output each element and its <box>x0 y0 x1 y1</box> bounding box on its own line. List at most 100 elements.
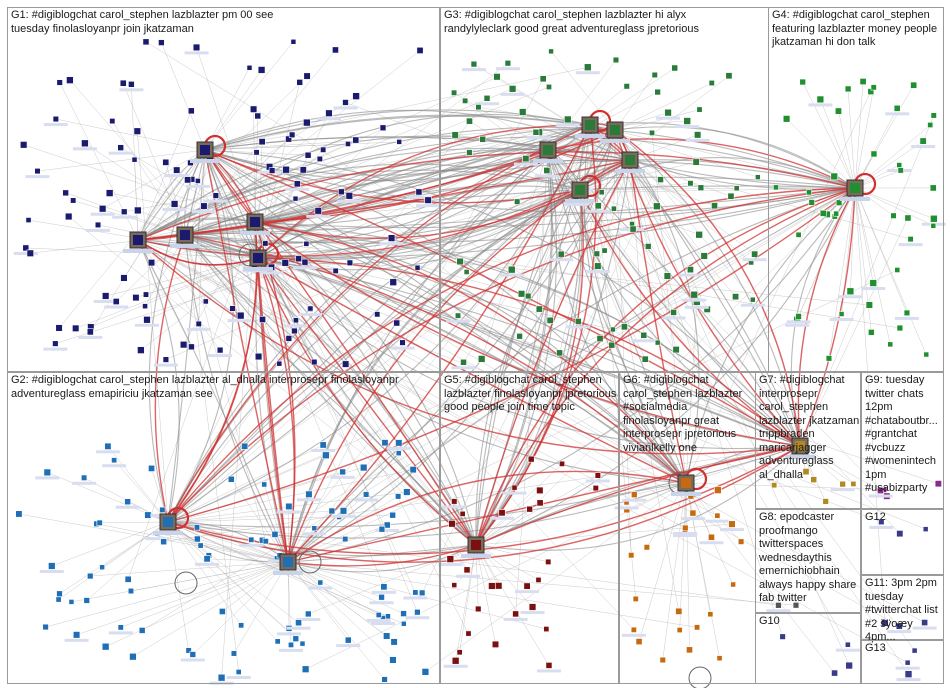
hub-edge <box>184 187 856 236</box>
leaf-node <box>714 512 721 519</box>
edge-line <box>854 87 874 189</box>
leaf-node <box>707 611 714 618</box>
edge-line <box>55 118 206 151</box>
node-label-chip <box>259 271 284 275</box>
hub-node-avatar <box>625 155 635 165</box>
leaf-node <box>395 450 402 457</box>
leaf-node <box>383 632 391 640</box>
hub-edge <box>287 187 856 563</box>
leaf-node <box>643 544 650 551</box>
leaf-node <box>548 48 554 55</box>
group-box-g11: G11: 3pm 2pm tuesday #twitterchat list #… <box>861 575 944 643</box>
leaf-node <box>381 439 389 447</box>
leaf-node <box>142 291 150 298</box>
leaf-node <box>127 587 135 595</box>
leaf-node <box>519 108 527 116</box>
leaf-node <box>387 234 396 242</box>
hub-label-chip <box>785 455 815 459</box>
node-label-chip <box>740 303 765 307</box>
leaf-node <box>545 662 553 669</box>
leaf-node <box>292 635 300 642</box>
edge-line <box>685 482 835 674</box>
leaf-node <box>728 520 736 528</box>
leaf-node <box>363 491 370 498</box>
leaf-node <box>922 526 929 532</box>
hub-edge <box>167 187 856 523</box>
hub-edge <box>475 445 801 546</box>
leaf-node <box>193 524 201 531</box>
hub-edge <box>629 159 856 189</box>
node-label-chip <box>78 335 103 339</box>
leaf-node <box>111 457 118 464</box>
leaf-node <box>197 542 204 549</box>
hub-edge <box>254 124 591 223</box>
hub-label-chip <box>190 159 220 163</box>
leaf-node <box>249 105 258 113</box>
leaf-node <box>109 118 116 125</box>
leaf-node <box>42 623 49 631</box>
leaf-node <box>649 129 656 136</box>
leaf-node <box>451 131 459 139</box>
leaf-node <box>904 214 912 222</box>
leaf-node <box>104 442 112 450</box>
edge-line <box>481 149 549 360</box>
edge-line <box>69 79 477 546</box>
leaf-node <box>105 189 114 197</box>
hub-edge <box>204 109 591 151</box>
leaf-node <box>451 656 460 665</box>
leaf-node <box>644 243 652 250</box>
leaf-node <box>623 83 630 90</box>
leaf-node <box>556 349 563 357</box>
leaf-node <box>527 455 535 463</box>
hub-edge <box>184 149 549 236</box>
leaf-node <box>403 488 411 496</box>
leaf-node <box>522 155 530 163</box>
hub-edge <box>184 234 477 546</box>
edge-line <box>204 41 294 151</box>
leaf-node <box>393 319 401 327</box>
hub-edge <box>475 124 591 546</box>
edge-line <box>287 561 394 661</box>
leaf-node <box>632 595 639 602</box>
leaf-node <box>246 64 253 71</box>
edge-line <box>854 81 864 189</box>
edge-line <box>107 446 169 523</box>
edge-line <box>459 544 477 653</box>
leaf-node <box>212 192 220 199</box>
node-label-chip <box>72 481 97 485</box>
leaf-node <box>227 475 235 483</box>
node-label-chip <box>112 215 137 219</box>
edge-layer-bold <box>137 123 856 567</box>
edge-line <box>396 322 687 484</box>
node-label-chip <box>331 514 356 518</box>
edge-line <box>455 544 477 661</box>
edge-line <box>59 521 169 594</box>
hub-edge <box>629 159 687 484</box>
node-label-chip <box>699 541 724 545</box>
leaf-node <box>795 231 802 238</box>
hub-edge <box>137 147 549 241</box>
node-label-chip <box>13 251 38 255</box>
edge-line <box>596 129 616 254</box>
leaf-node <box>218 608 226 615</box>
group-label-g1: G1: #digiblogchat carol_stephen lazblazt… <box>11 9 277 35</box>
hub-label-chip <box>461 554 491 558</box>
hub-edge <box>797 187 856 447</box>
node-label-chip <box>239 543 264 547</box>
edge-line <box>55 159 631 344</box>
leaf-node <box>134 206 142 215</box>
leaf-node <box>733 185 740 192</box>
leaf-node <box>378 525 386 533</box>
node-label-chip <box>673 533 698 537</box>
node-label-chip <box>675 125 700 129</box>
group-label-g4: G4: #digiblogchat carol_stephen featurin… <box>772 9 941 48</box>
hub-edge <box>475 159 631 546</box>
edge-line <box>579 189 909 675</box>
group-label-g5: G5: #digiblogchat carol_stephen lazblazt… <box>444 374 620 413</box>
node-label-chip <box>534 174 559 178</box>
leaf-node <box>771 482 778 489</box>
leaf-node <box>68 599 75 605</box>
leaf-node <box>483 94 491 102</box>
edge-line <box>120 561 289 628</box>
node-label-chip <box>520 610 545 614</box>
